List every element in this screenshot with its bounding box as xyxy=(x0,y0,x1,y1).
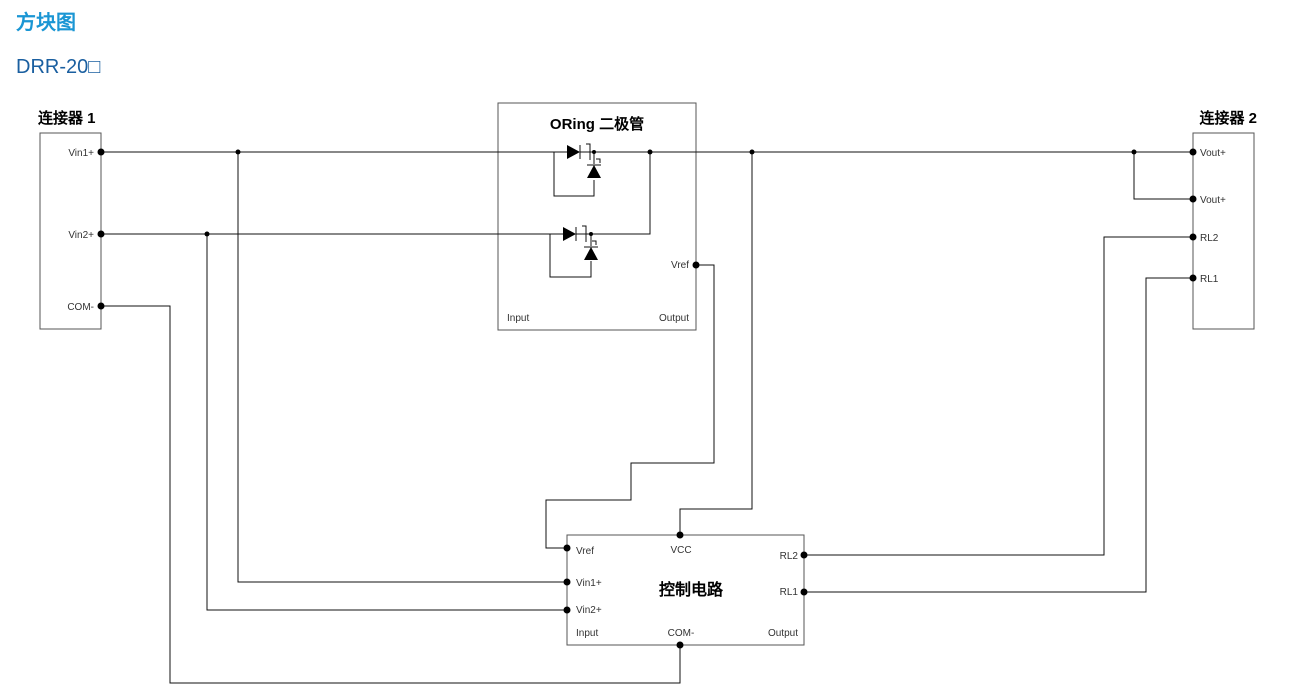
control-vin1-label: Vin1+ xyxy=(576,578,602,589)
junction-dots xyxy=(97,148,1197,649)
diode-1-icon xyxy=(567,145,580,159)
oring-mosfet-2 xyxy=(549,225,598,278)
oring-output-label: Output xyxy=(659,313,689,324)
connector-1: 连接器 1 Vin1+ Vin2+ COM- xyxy=(38,109,102,330)
model-label: DRR-20□ xyxy=(16,56,101,78)
control-input-label: Input xyxy=(576,628,598,639)
wire-vin2-control xyxy=(206,234,567,611)
wire-vin1-control xyxy=(237,152,567,583)
control-title: 控制电路 xyxy=(659,580,724,599)
connector-1-title: 连接器 1 xyxy=(38,109,96,127)
wire-rl1 xyxy=(804,277,1193,593)
body-diode-1-icon xyxy=(587,165,601,178)
control-circuit-block: 控制电路 Vref Vin1+ Vin2+ VCC COM- RL2 RL1 I… xyxy=(566,534,805,646)
control-output-label: Output xyxy=(768,628,798,639)
oring-diode-block: ORing 二极管 Vref Input Output xyxy=(497,102,697,331)
connector-2-pin-vout1: Vout+ xyxy=(1200,148,1226,159)
control-com-label: COM- xyxy=(668,628,695,639)
wire-vout-jumper xyxy=(1133,152,1193,200)
control-rl1-label: RL1 xyxy=(780,587,799,598)
control-vref-label: Vref xyxy=(576,546,594,557)
oring-title: ORing 二极管 xyxy=(550,115,644,133)
wire-com xyxy=(101,305,681,684)
connector-2-title: 连接器 2 xyxy=(1199,109,1257,127)
connector-2: 连接器 2 Vout+ Vout+ RL2 RL1 xyxy=(1192,109,1257,330)
body-diode-2-icon xyxy=(584,247,598,260)
connector-2-pin-rl1: RL1 xyxy=(1200,274,1219,285)
connector-2-pin-rl2: RL2 xyxy=(1200,233,1219,244)
diode-2-icon xyxy=(563,227,576,241)
oring-input-label: Input xyxy=(507,313,529,324)
wire-rl2 xyxy=(804,236,1193,556)
connector-1-pin-vin1: Vin1+ xyxy=(68,148,94,159)
connector-1-pin-com: COM- xyxy=(67,302,94,313)
page-title: 方块图 xyxy=(16,12,76,34)
wire-oring-out2 xyxy=(576,152,651,235)
connector-2-pin-vout2: Vout+ xyxy=(1200,195,1226,206)
wires xyxy=(101,151,1193,684)
oring-vref-label: Vref xyxy=(671,260,689,271)
wire-vcc xyxy=(679,152,753,535)
oring-box xyxy=(497,102,697,331)
connector-2-box xyxy=(1192,132,1255,330)
control-rl2-label: RL2 xyxy=(780,551,799,562)
control-vin2-label: Vin2+ xyxy=(576,605,602,616)
oring-mosfet-1 xyxy=(553,143,601,197)
connector-1-pin-vin2: Vin2+ xyxy=(68,230,94,241)
control-vcc-label: VCC xyxy=(670,545,691,556)
wire-vref xyxy=(545,264,715,549)
